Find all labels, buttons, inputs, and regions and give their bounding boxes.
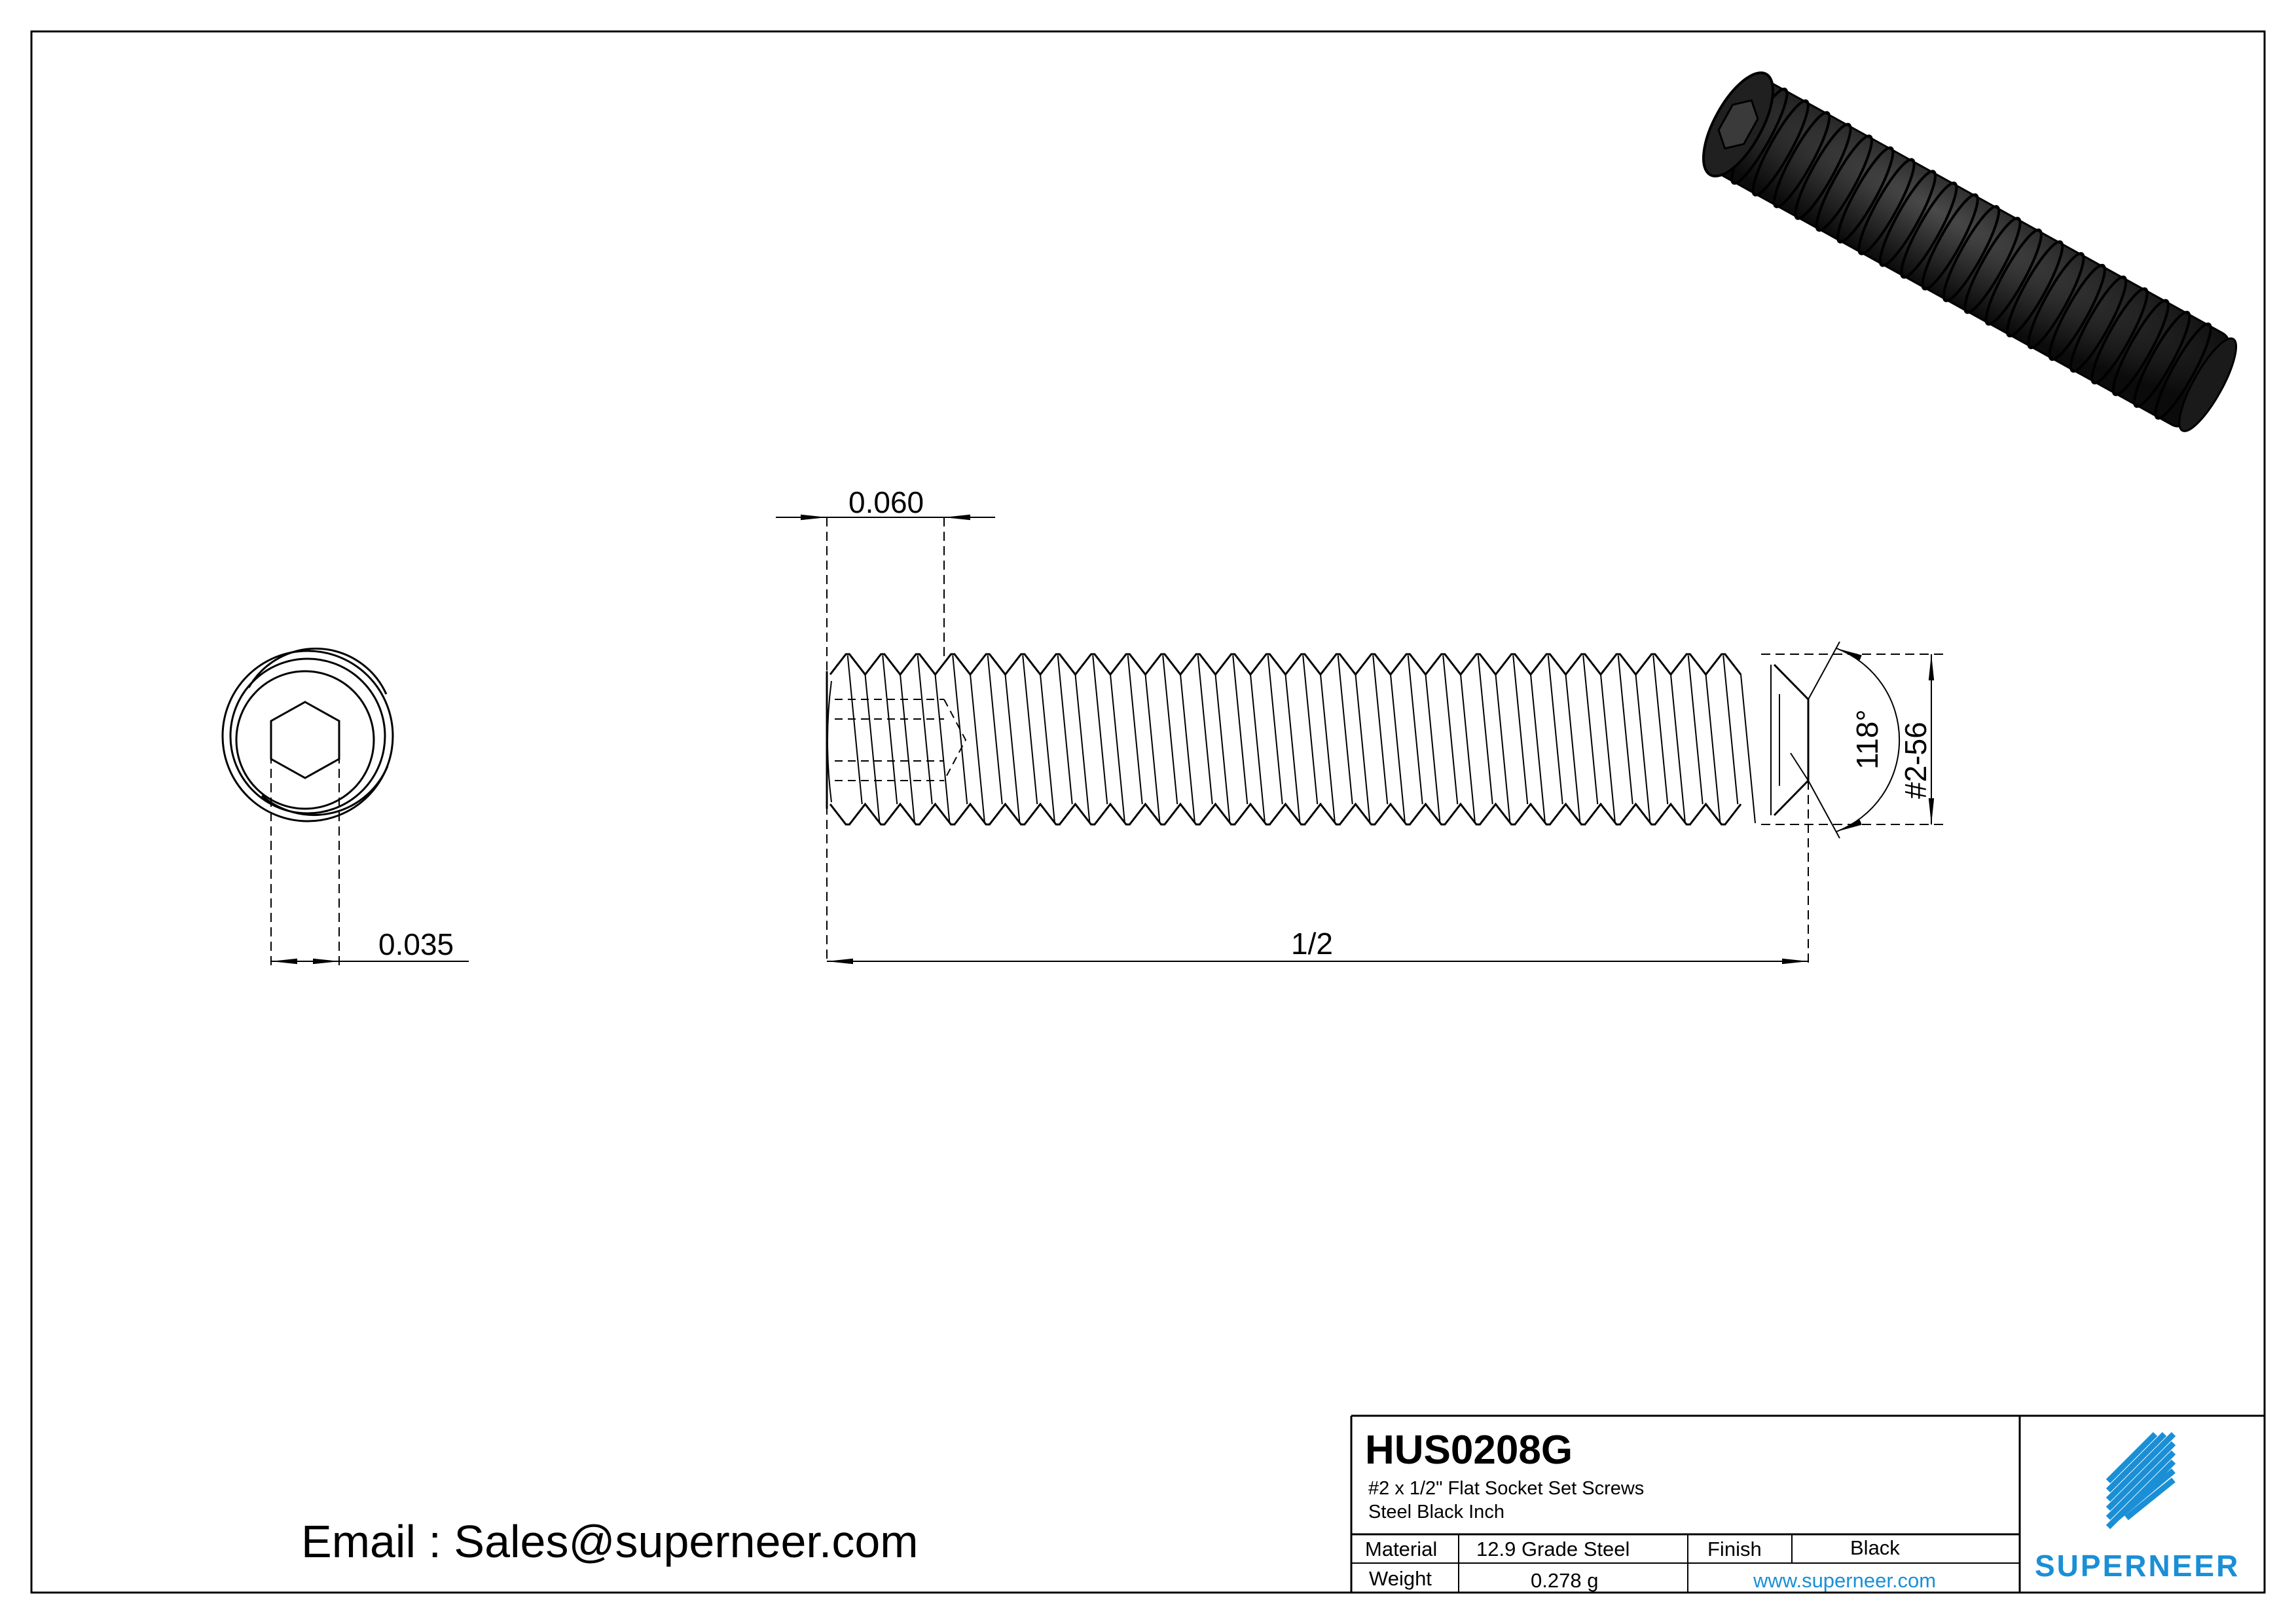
thread-top-profile	[829, 653, 1742, 676]
thread-bottom-profile	[829, 802, 1742, 826]
sheet-border	[30, 30, 2266, 1594]
weight-value: 0.278 g	[1531, 1569, 1598, 1592]
title-block	[1350, 1414, 2265, 1593]
screw-3d-render-icon	[1702, 71, 2237, 432]
material-value: 12.9 Grade Steel	[1476, 1538, 1630, 1560]
end-view	[221, 648, 469, 966]
side-view	[776, 514, 1944, 966]
description-line2: Steel Black Inch	[1368, 1502, 1504, 1522]
socket-depth-dimension: 0.060	[848, 485, 924, 519]
length-dimension: 1/2	[1291, 927, 1333, 961]
hex-socket	[270, 701, 340, 779]
end-view-outer-circle	[221, 650, 394, 822]
superneer-logo-icon	[2105, 1431, 2176, 1530]
finish-label: Finish	[1707, 1538, 1762, 1560]
finish-value: Black	[1850, 1536, 1900, 1559]
hex-size-dimension: 0.035	[378, 927, 454, 961]
point-angle-dimension: 118°	[1850, 709, 1884, 769]
weight-label: Weight	[1369, 1567, 1432, 1590]
thread-size-dimension: #2-56	[1899, 722, 1933, 799]
description-line1: #2 x 1/2" Flat Socket Set Screws	[1368, 1478, 1644, 1499]
part-number: HUS0208G	[1365, 1428, 1573, 1473]
contact-email[interactable]: Email : Sales@superneer.com	[301, 1516, 919, 1567]
website-link[interactable]: www.superneer.com	[1753, 1569, 1936, 1592]
thread-flank-lines	[847, 655, 1756, 824]
material-label: Material	[1365, 1538, 1437, 1560]
brand-name: SUPERNEER	[2035, 1549, 2240, 1583]
